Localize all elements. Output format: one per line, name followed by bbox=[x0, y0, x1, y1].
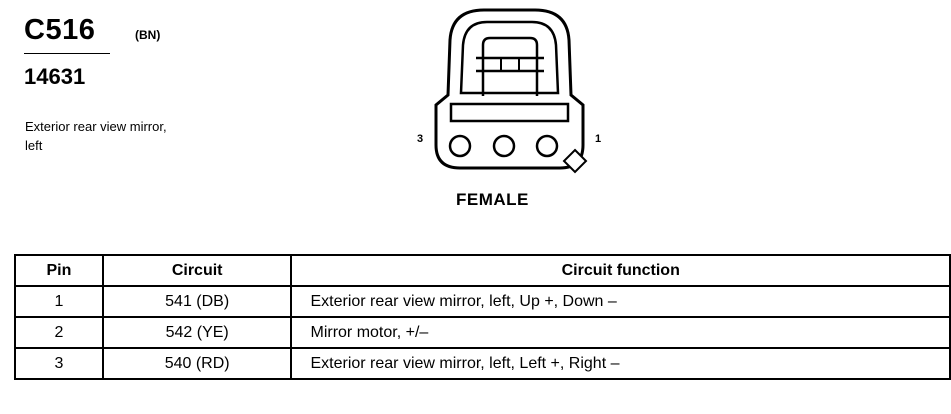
connector-shell bbox=[434, 8, 585, 170]
pin-cavity-2 bbox=[492, 134, 516, 158]
row-pin: 2 bbox=[14, 316, 104, 349]
row-circuit: 542 (YE) bbox=[101, 316, 293, 349]
header-pin: Pin bbox=[14, 254, 104, 287]
row-function: Mirror motor, +/– bbox=[290, 316, 951, 349]
latch-bar bbox=[449, 102, 570, 123]
connector-id: C516 bbox=[24, 14, 96, 46]
row-circuit: 540 (RD) bbox=[101, 347, 293, 380]
connector-gender: FEMALE bbox=[456, 190, 529, 209]
pin-cavity-1 bbox=[535, 134, 559, 158]
table-row: 2 542 (YE) Mirror motor, +/– bbox=[14, 316, 951, 349]
table-row: 3 540 (RD) Exterior rear view mirror, le… bbox=[14, 347, 951, 380]
title-rule bbox=[24, 53, 110, 54]
connector-face-diagram: 3 1 bbox=[400, 0, 620, 185]
header-circuit: Circuit bbox=[101, 254, 293, 287]
table-header-row: Pin Circuit Circuit function bbox=[14, 254, 951, 287]
connector-inner-shell bbox=[459, 20, 560, 95]
header-function: Circuit function bbox=[290, 254, 951, 287]
row-function: Exterior rear view mirror, left, Up +, D… bbox=[290, 285, 951, 318]
keying-diamond bbox=[562, 148, 588, 174]
part-number: 14631 bbox=[24, 64, 86, 89]
pin-cavity-3 bbox=[448, 134, 472, 158]
pin-table: Pin Circuit Circuit function 1 541 (DB) … bbox=[14, 254, 951, 380]
pin-label-left: 3 bbox=[417, 133, 424, 145]
row-function: Exterior rear view mirror, left, Left +,… bbox=[290, 347, 951, 380]
locking-tab bbox=[481, 36, 539, 96]
connector-outline bbox=[434, 8, 588, 174]
row-pin: 1 bbox=[14, 285, 104, 318]
connector-description: Exterior rear view mirror, left bbox=[25, 119, 167, 153]
row-pin: 3 bbox=[14, 347, 104, 380]
row-circuit: 541 (DB) bbox=[101, 285, 293, 318]
connector-color-code: (BN) bbox=[135, 28, 161, 42]
table-row: 1 541 (DB) Exterior rear view mirror, le… bbox=[14, 285, 951, 318]
pin-label-right: 1 bbox=[595, 133, 602, 145]
